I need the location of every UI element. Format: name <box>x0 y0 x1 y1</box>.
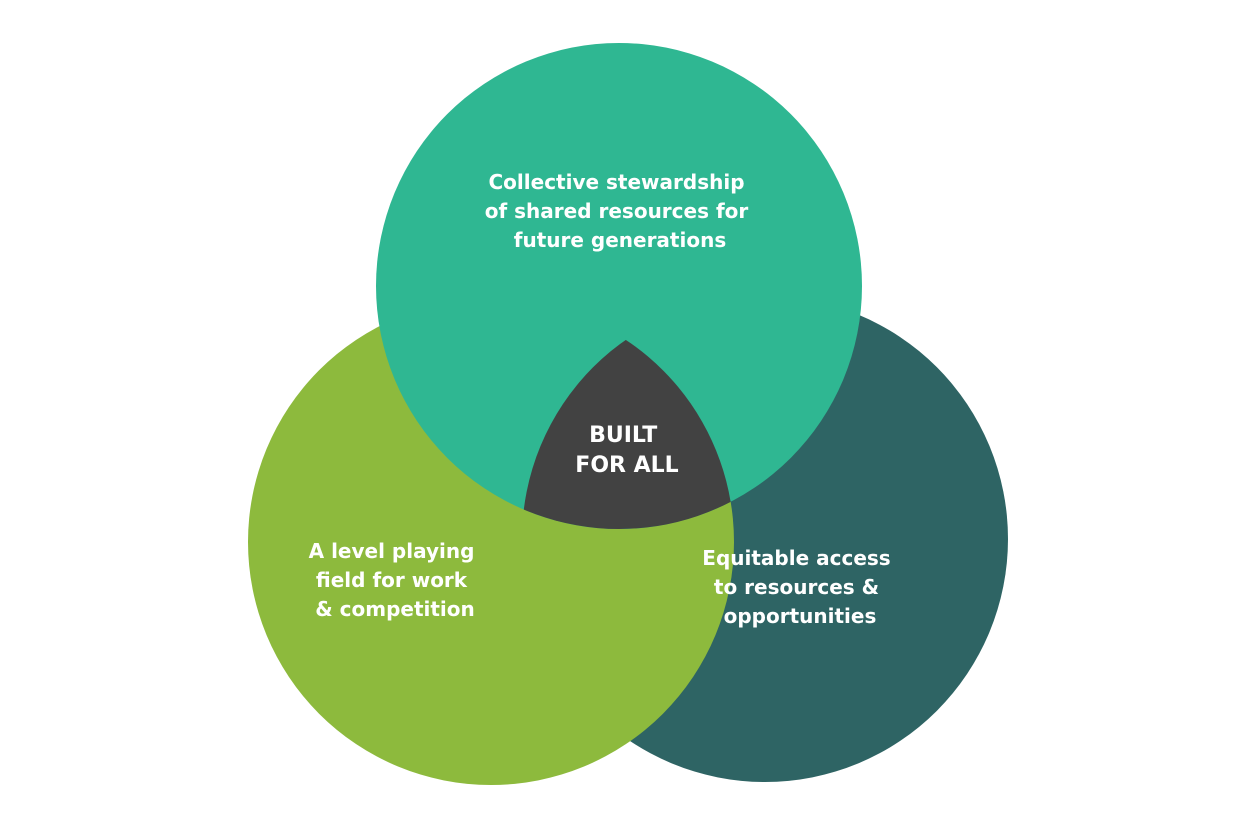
right-circle-line-1: Equitable access <box>702 546 890 570</box>
left-circle-line-1: A level playing <box>309 539 475 563</box>
left-circle-line-3: & competition <box>315 597 475 621</box>
center-line-1: BUILT <box>589 423 657 448</box>
top-circle-line-2: of shared resources for <box>485 199 749 223</box>
center-line-2: FOR ALL <box>575 453 678 478</box>
left-circle-line-2: field for work <box>316 568 468 592</box>
right-circle-line-3: opportunities <box>724 604 877 628</box>
center-intersection <box>522 299 734 529</box>
left-circle-label: A level playing field for work & competi… <box>309 539 482 621</box>
right-circle-line-2: to resources & <box>714 575 879 599</box>
top-circle-label: Collective stewardship of shared resourc… <box>485 170 755 252</box>
right-circle-label: Equitable access to resources & opportun… <box>702 546 897 628</box>
circle-collective-stewardship <box>376 43 862 529</box>
center-label: BUILT FOR ALL <box>575 423 678 478</box>
top-circle-line-3: future generations <box>514 228 726 252</box>
top-circle-line-1: Collective stewardship <box>489 170 745 194</box>
